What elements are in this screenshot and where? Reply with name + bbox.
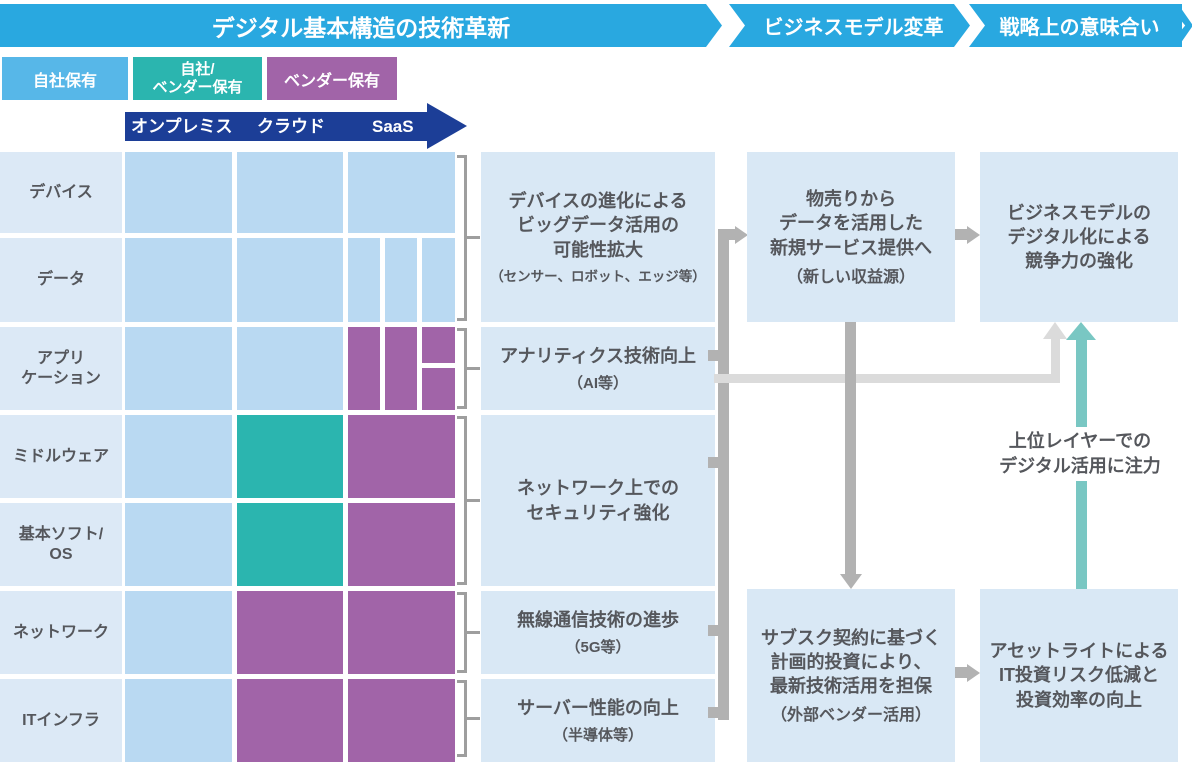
grid-cell-vendor [348, 591, 455, 674]
trend-box-subtext: （センサー、ロボット、エッジ等） [490, 268, 706, 284]
header-segment-label: 戦略上の意味合い [999, 17, 1160, 39]
grid-cell-vendor [348, 415, 455, 498]
header-segment-strategy: 戦略上の意味合い [969, 4, 1182, 47]
trend-box-analytics: アナリティクス技術向上 （AI等） [481, 327, 715, 410]
bracket-device-data [457, 155, 467, 321]
trend-box-server: サーバー性能の向上 （半導体等） [481, 679, 715, 762]
grid-row-label: データ [0, 238, 122, 322]
bracket-stub [467, 499, 480, 502]
connector-subscription-to-assetlight-arrowhead-icon [967, 664, 980, 682]
grid-cell-vendor [237, 591, 343, 674]
grid-cell-vendor [237, 679, 343, 762]
trend-box-text: ネットワーク上での セキュリティ強化 [517, 478, 679, 523]
grid-row-label: ITインフラ [0, 679, 122, 762]
grid-cell-own [125, 503, 232, 586]
trend-box-subtext: （半導体等） [552, 726, 643, 744]
trend-box-subtext: （AI等） [567, 374, 628, 392]
grid-cell-vendor [348, 327, 455, 410]
analytics-elbow-vertical [1051, 336, 1060, 383]
grid-cell-own [237, 327, 343, 410]
grid-cell-own [348, 238, 455, 322]
cell-divider [380, 327, 385, 410]
collector-stub-wireless [708, 625, 718, 636]
collector-stub-analytics [708, 350, 718, 361]
trend-box-text: サーバー性能の向上 [517, 698, 679, 719]
grid-cell-shared [237, 415, 343, 498]
grid-cell-vendor [348, 679, 455, 762]
trend-box-security: ネットワーク上での セキュリティ強化 [481, 415, 715, 586]
grid-row-label: ミドルウェア [0, 415, 122, 498]
upper-layer-teal-arrowhead-icon [1066, 322, 1096, 340]
grid-cell-own [125, 679, 232, 762]
bracket-network [457, 592, 467, 673]
trend-box-text: デバイスの進化による ビッグデータ活用の 可能性拡大 [508, 191, 688, 260]
trend-box-subtext: （5G等） [565, 638, 631, 656]
grid-cell-own [125, 591, 232, 674]
grid-cell-own [125, 327, 232, 410]
grid-row-label: アプリ ケーション [0, 327, 122, 410]
bracket-middleware-os [457, 416, 467, 585]
grid-cell-shared [237, 503, 343, 586]
cell-divider [417, 327, 422, 410]
flow-box-text: 物売りから データを活用した 新規サービス提供へ [770, 189, 932, 258]
grid-cell-own [125, 152, 232, 233]
trend-box-text: アナリティクス技術向上 [499, 346, 697, 367]
connector-tech-to-business-arrowhead-icon [735, 226, 748, 244]
bracket-stub [467, 631, 480, 634]
analytics-elbow-horizontal [714, 374, 1054, 383]
grid-row-label: デバイス [0, 152, 122, 233]
flow-box-text: ビジネスモデルの デジタル化による 競争力の強化 [1007, 202, 1151, 272]
cell-divider [422, 363, 455, 368]
cell-divider [417, 238, 422, 322]
legend-item-own: 自社保有 [2, 57, 128, 100]
collector-stub-server [708, 707, 718, 718]
trend-box-device-bigdata: デバイスの進化による ビッグデータ活用の 可能性拡大 （センサー、ロボット、エッ… [481, 152, 715, 322]
bracket-it-infra [457, 680, 467, 757]
axis-label-onpremise: オンプレミス [131, 117, 233, 136]
header-segment-label: デジタル基本構造の技術革新 [211, 14, 511, 41]
flow-box-text: アセットライトによる IT投資リスク低減と 投資効率の向上 [989, 641, 1169, 710]
flow-box-text: サブスク契約に基づく 計画的投資により、 最新技術活用を担保 [761, 627, 941, 697]
analytics-elbow-arrowhead-icon [1043, 322, 1067, 339]
legend-item-vendor: ベンダー保有 [267, 57, 397, 100]
axis-label-saas: SaaS [372, 117, 414, 136]
middle-collector-bar [718, 229, 729, 720]
connector-down-arrowhead-icon [840, 574, 862, 589]
trend-box-wireless: 無線通信技術の進歩 （5G等） [481, 591, 715, 674]
header-segment-business-model: ビジネスモデル変革 [729, 4, 970, 47]
grid-cell-own [125, 415, 232, 498]
flow-box-business-shift: 物売りから データを活用した 新規サービス提供へ （新しい収益源） [747, 152, 955, 322]
grid-cell-own [125, 238, 232, 322]
grid-cell-own [237, 152, 343, 233]
connector-business-to-strategy-shaft [955, 229, 969, 240]
bracket-stub [467, 717, 480, 720]
grid-cell-own [237, 238, 343, 322]
bracket-application [457, 328, 467, 409]
maturity-axis-arrowhead-icon [427, 103, 467, 149]
grid-cell-own [348, 152, 455, 233]
flow-box-competitiveness: ビジネスモデルの デジタル化による 競争力の強化 [980, 152, 1178, 322]
collector-stub-security [708, 457, 718, 468]
maturity-axis-arrow [125, 112, 427, 141]
header-segment-label: ビジネスモデル変革 [763, 17, 944, 39]
connector-down-shaft [845, 322, 856, 576]
grid-row-label: 基本ソフト/ OS [0, 503, 122, 586]
axis-label-cloud: クラウド [257, 117, 325, 136]
trend-box-text: 無線通信技術の進歩 [517, 610, 679, 631]
flow-box-subtext: （新しい収益源） [786, 268, 915, 286]
bracket-stub [467, 367, 480, 370]
grid-row-label: ネットワーク [0, 591, 122, 674]
connector-business-to-strategy-arrowhead-icon [967, 226, 980, 244]
flow-box-asset-light: アセットライトによる IT投資リスク低減と 投資効率の向上 [980, 589, 1178, 762]
grid-cell-vendor [348, 503, 455, 586]
flow-box-subscription: サブスク契約に基づく 計画的投資により、 最新技術活用を担保 （外部ベンダー活用… [747, 589, 955, 762]
connector-subscription-to-assetlight-shaft [955, 667, 969, 678]
flow-box-subtext: （外部ベンダー活用） [770, 707, 931, 725]
upper-layer-note: 上位レイヤーでの デジタル活用に注力 [982, 427, 1178, 481]
cell-divider [380, 238, 385, 322]
connector-tech-to-business-shaft [718, 229, 736, 240]
header-segment-tech-innovation: デジタル基本構造の技術革新 [0, 4, 722, 47]
legend-item-shared: 自社/ ベンダー保有 [133, 57, 262, 100]
bracket-stub [467, 236, 480, 239]
